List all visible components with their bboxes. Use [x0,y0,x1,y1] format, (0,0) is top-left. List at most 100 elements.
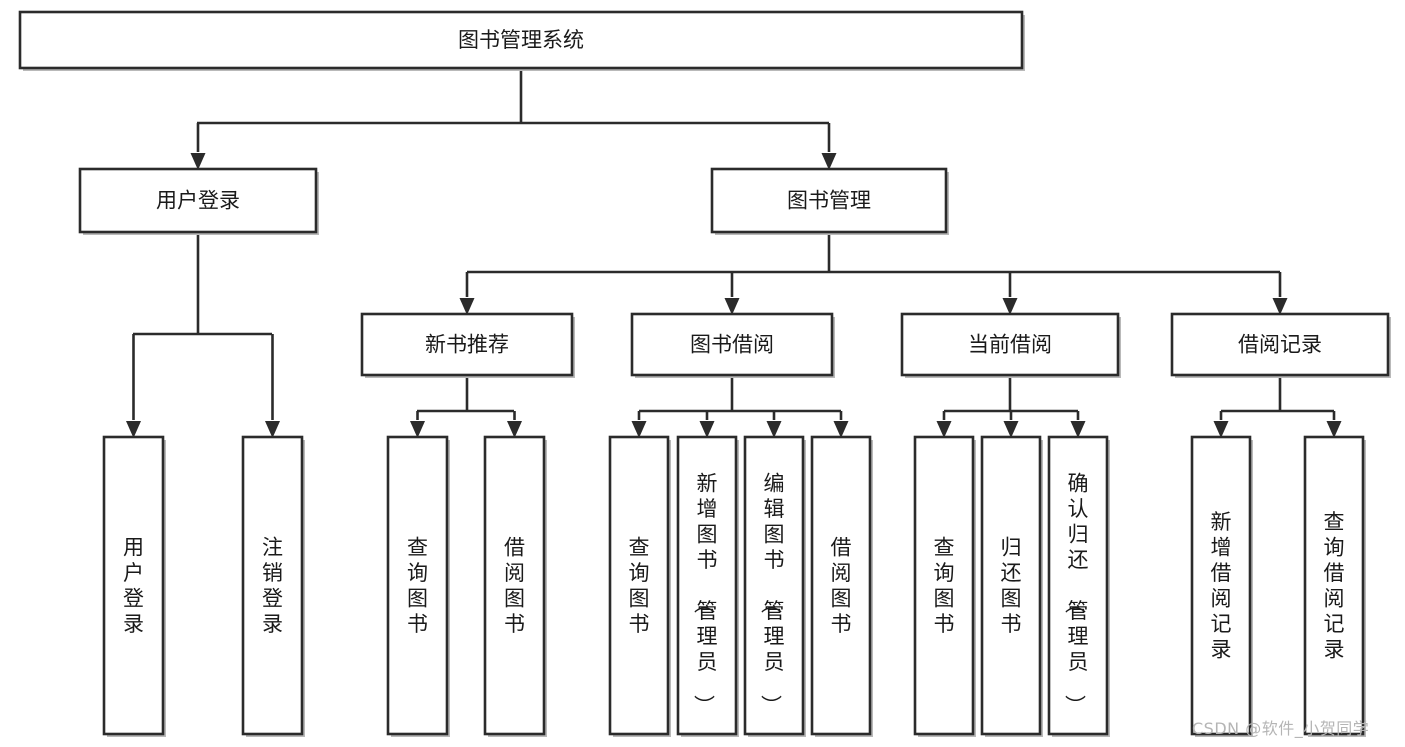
connector-group-bus-record [1221,375,1334,413]
node-leaf-2[interactable]: 注销登录 [241,435,305,737]
connector-group-bus-current [944,375,1078,413]
node-leaf-6[interactable]: 新增图书（管理员） [676,435,739,737]
connector-leg-leaf-6 [699,411,715,438]
connector-group-bus-borrow [639,375,841,413]
node-box[interactable] [810,435,872,736]
node-label: 确认归还（管理员） [1063,472,1089,716]
node-box[interactable] [241,435,304,736]
connector-leg-leaf-12 [1213,411,1229,438]
node-current[interactable]: 当前借阅 [900,312,1121,378]
node-box[interactable] [1303,435,1365,736]
node-label: 新增借阅记录 [1211,510,1232,662]
connector-layer [126,68,1342,438]
node-box[interactable] [102,435,165,736]
connector-leg-login [190,123,206,170]
node-layer: 图书管理系统用户登录图书管理新书推荐图书借阅当前借阅借阅记录用户登录注销登录查询… [18,10,1391,737]
node-label: 注销登录 [262,535,283,636]
connector-leg-leaf-11 [1070,411,1086,438]
node-leaf-13[interactable]: 查询借阅记录 [1303,435,1366,737]
connector-arrow-head [1070,421,1086,438]
node-leaf-12[interactable]: 新增借阅记录 [1190,435,1253,737]
node-bookmgmt[interactable]: 图书管理 [710,167,949,235]
node-box[interactable] [676,435,738,736]
node-leaf-1[interactable]: 用户登录 [102,435,166,737]
connector-leg-leaf-3 [410,411,425,438]
node-box[interactable] [483,435,546,736]
node-box[interactable] [900,312,1120,377]
node-box[interactable] [913,435,975,736]
connector-leg-leaf-2 [265,334,280,438]
node-label: 借阅图书 [504,535,525,636]
node-leaf-5[interactable]: 查询图书 [608,435,671,737]
connector-arrow-head [724,298,740,315]
connector-arrow-head [936,421,952,438]
node-label: 新书推荐 [425,333,509,357]
node-newbook[interactable]: 新书推荐 [360,312,575,378]
node-label: 用户登录 [123,535,144,636]
node-box[interactable] [1190,435,1252,736]
connector-group-bus-root [197,68,829,125]
node-borrow[interactable]: 图书借阅 [630,312,835,378]
node-root[interactable]: 图书管理系统 [18,10,1025,71]
connector-leg-newbook [459,272,475,315]
node-label: 当前借阅 [968,333,1052,357]
node-leaf-10[interactable]: 归还图书 [980,435,1043,737]
connector-leg-leaf-9 [936,411,952,438]
connector-leg-borrow [724,272,740,315]
node-box[interactable] [78,167,318,234]
node-leaf-3[interactable]: 查询图书 [386,435,450,737]
connector-arrow-head [507,421,522,438]
connector-leg-leaf-4 [507,411,522,438]
node-box[interactable] [743,435,805,736]
connector-arrow-head [699,421,715,438]
connector-arrow-head [1213,421,1229,438]
node-label: 用户登录 [156,189,240,213]
connector-arrow-head [821,153,837,170]
node-leaf-8[interactable]: 借阅图书 [810,435,873,737]
node-login[interactable]: 用户登录 [78,167,319,235]
node-box[interactable] [608,435,670,736]
connector-leg-leaf-7 [766,411,782,438]
connector-leg-record [1272,272,1288,315]
node-label: 图书管理系统 [458,28,584,52]
node-box[interactable] [710,167,948,234]
node-label: 新增图书（管理员） [692,472,718,716]
node-label: 查询借阅记录 [1324,510,1345,662]
node-label: 图书借阅 [690,333,774,357]
node-label: 查询图书 [629,535,650,636]
connector-group-bus-newbook [417,375,514,413]
connector-arrow-head [190,153,206,170]
node-box[interactable] [630,312,834,377]
node-label: 借阅记录 [1238,333,1322,357]
node-box[interactable] [360,312,574,377]
node-label: 查询图书 [407,535,428,636]
node-box[interactable] [386,435,449,736]
node-label: 编辑图书（管理员） [759,472,785,716]
connector-leg-leaf-1 [126,334,141,438]
node-record[interactable]: 借阅记录 [1170,312,1391,378]
node-leaf-4[interactable]: 借阅图书 [483,435,547,737]
node-leaf-7[interactable]: 编辑图书（管理员） [743,435,806,737]
connector-group-bus-bookmgmt [467,232,1280,274]
node-box[interactable] [1047,435,1109,736]
node-label: 图书管理 [787,189,871,213]
node-leaf-11[interactable]: 确认归还（管理员） [1047,435,1110,737]
connector-arrow-head [265,421,280,438]
node-box[interactable] [980,435,1042,736]
connector-arrow-head [631,421,647,438]
connector-leg-leaf-10 [1003,411,1019,438]
connector-arrow-head [126,421,141,438]
node-box[interactable] [18,10,1024,70]
connector-arrow-head [766,421,782,438]
connector-arrow-head [1272,298,1288,315]
connector-arrow-head [410,421,425,438]
node-leaf-9[interactable]: 查询图书 [913,435,976,737]
connector-leg-leaf-8 [833,411,849,438]
connector-arrow-head [459,298,475,315]
connector-arrow-head [1326,421,1342,438]
node-box[interactable] [1170,312,1390,377]
connector-leg-leaf-5 [631,411,647,438]
connector-arrow-head [1002,298,1018,315]
